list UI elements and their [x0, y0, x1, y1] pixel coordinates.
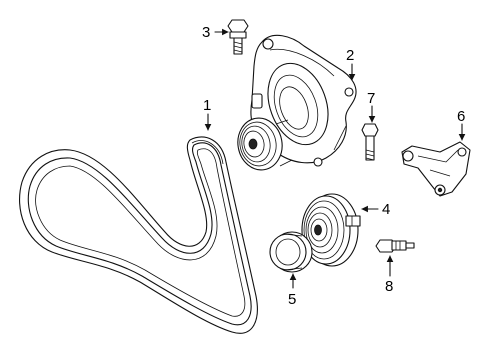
mounting-bracket[interactable] [401, 141, 471, 197]
bolt-top[interactable] [227, 19, 249, 55]
callout-3: 3 [202, 24, 210, 41]
callout-1: 1 [203, 97, 211, 114]
tensioner-pulley[interactable] [234, 115, 293, 174]
callout-8: 8 [385, 278, 393, 295]
long-bolt[interactable] [361, 123, 379, 161]
callout-5: 5 [288, 291, 296, 308]
bolt-bottom[interactable] [375, 239, 415, 253]
callout-6: 6 [457, 108, 465, 125]
callout-4: 4 [382, 201, 390, 218]
callout-leaders [204, 28, 466, 289]
idler-pulley[interactable] [301, 193, 361, 267]
pulley-cap[interactable] [269, 231, 313, 273]
callout-2: 2 [346, 47, 354, 64]
serpentine-belt[interactable] [19, 136, 258, 334]
callout-7: 7 [367, 90, 375, 107]
